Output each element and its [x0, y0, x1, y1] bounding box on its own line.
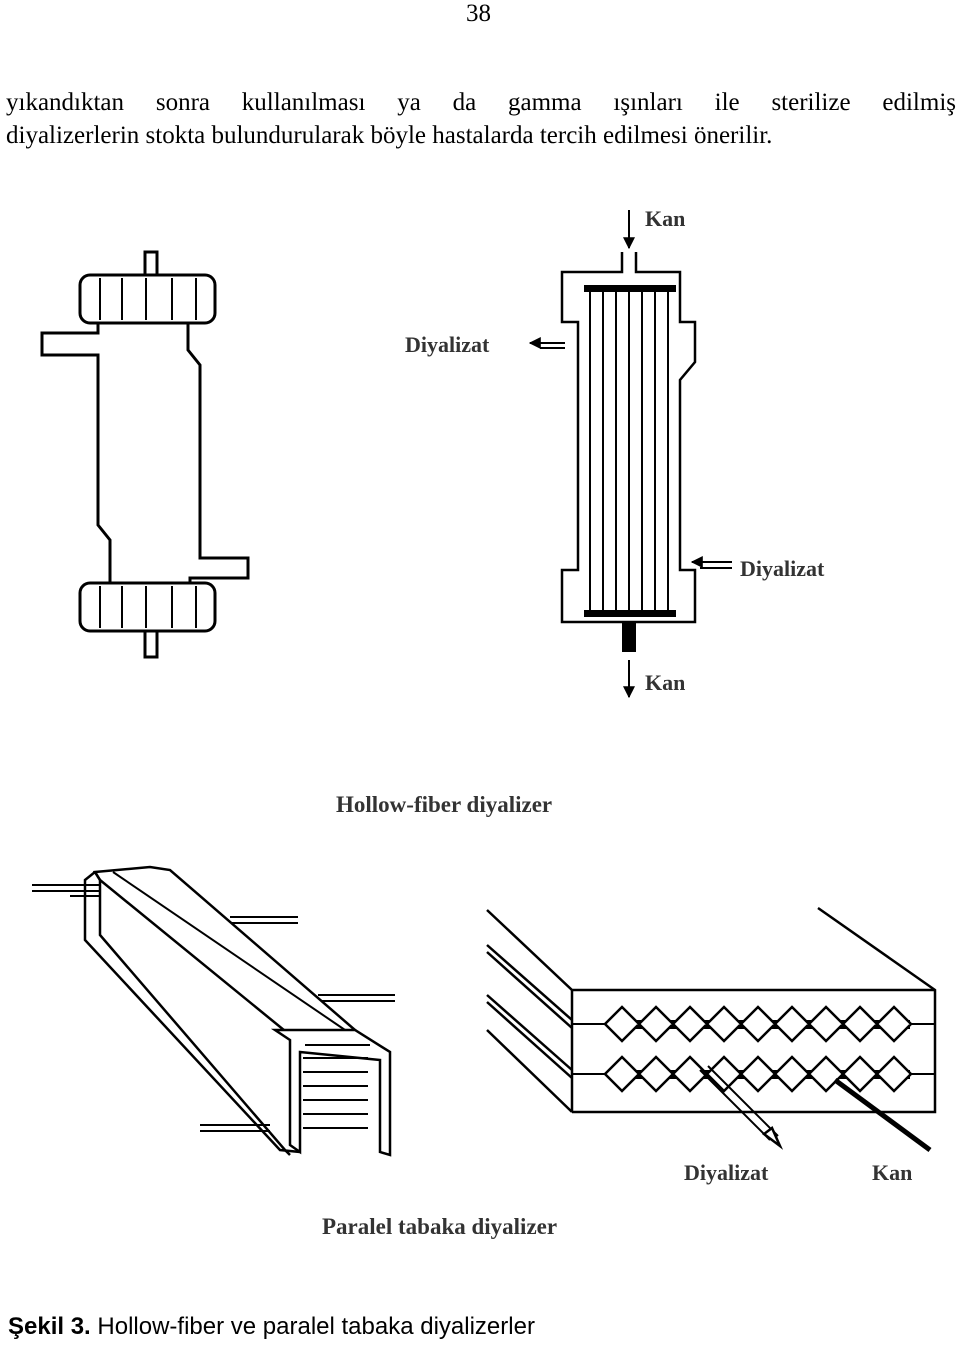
dialysate-in-label: Diyalizat [740, 556, 825, 581]
hollow-fiber-title: Hollow-fiber diyalizer [336, 792, 552, 817]
dialyzer-housing-drawing [40, 250, 250, 659]
paragraph-line-1: yıkandıktan sonra kullanılması ya da gam… [6, 89, 956, 116]
dialyzer-figure: Kan Diyalizat Diyalizat Kan Hollow-fiber… [32, 206, 937, 1239]
caption-text: Hollow-fiber ve paralel tabaka diyalizer… [97, 1313, 535, 1340]
stacked-membranes-drawing [486, 906, 937, 1153]
dialysate-out-label: Diyalizat [405, 332, 490, 357]
paragraph-line-2: diyalizerlerin stokta bulundurularak böy… [6, 122, 773, 149]
parallel-dialysate-label: Diyalizat [684, 1160, 769, 1185]
page-number: 38 [466, 0, 491, 27]
parallel-blood-label: Kan [872, 1160, 912, 1185]
blood-in-label: Kan [645, 206, 685, 231]
parallel-plate-title: Paralel tabaka diyalizer [322, 1214, 557, 1239]
hollow-fiber-section-drawing [528, 210, 732, 699]
caption-label: Şekil 3. [8, 1313, 91, 1340]
parallel-plate-assembly-drawing [32, 865, 395, 1157]
body-paragraph: yıkandıktan sonra kullanılması ya da gam… [6, 86, 956, 152]
figure-caption: Şekil 3. Hollow-fiber ve paralel tabaka … [8, 1313, 535, 1341]
blood-out-label: Kan [645, 670, 685, 695]
